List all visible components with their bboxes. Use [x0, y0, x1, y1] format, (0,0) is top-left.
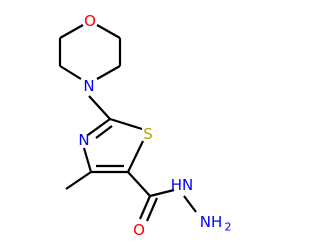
- bond-carbonyl-double-b: [145, 197, 159, 222]
- chemical-structure-diagram: O N N S O HN NH 2: [58, 12, 232, 239]
- bond-n-ch2-lower-right: [96, 65, 121, 80]
- bond-c5-s: [127, 140, 144, 173]
- atom-hydrazide-nh: HN: [171, 176, 194, 194]
- bond-c5-carbonyl-c: [127, 171, 151, 197]
- bond-c4-methyl: [65, 171, 92, 190]
- bond-ch2-n-lower-left: [59, 65, 82, 80]
- atom-thiazole-sulfur: S: [143, 125, 153, 143]
- bond-carbonyl-double-a: [138, 195, 152, 220]
- atom-hydrazide-nh2: NH: [200, 213, 223, 231]
- bond-c2-n3-double-b: [95, 125, 113, 139]
- atom-morpholine-nitrogen: N: [83, 77, 94, 95]
- atom-morpholine-oxygen: O: [84, 12, 96, 30]
- bond-o-ch2-upper-left: [59, 24, 84, 39]
- bond-c2-s: [109, 117, 143, 131]
- bonds: [58, 24, 197, 222]
- bond-ch2-o-upper-right: [96, 24, 121, 39]
- bond-morpholine-n-thiazole-c2: [88, 95, 111, 120]
- bond-n3-c4: [82, 147, 93, 173]
- bond-c2-n3-double-a: [87, 118, 111, 136]
- bond-carbonyl-c-nh: [149, 188, 175, 198]
- atom-hydrazide-nh2-subscript: 2: [225, 221, 232, 234]
- atom-thiazole-nitrogen: N: [78, 131, 89, 149]
- atom-labels: O N N S O HN NH 2: [78, 12, 231, 239]
- bond-nh-nh2: [183, 195, 197, 213]
- atom-carbonyl-oxygen: O: [133, 221, 145, 239]
